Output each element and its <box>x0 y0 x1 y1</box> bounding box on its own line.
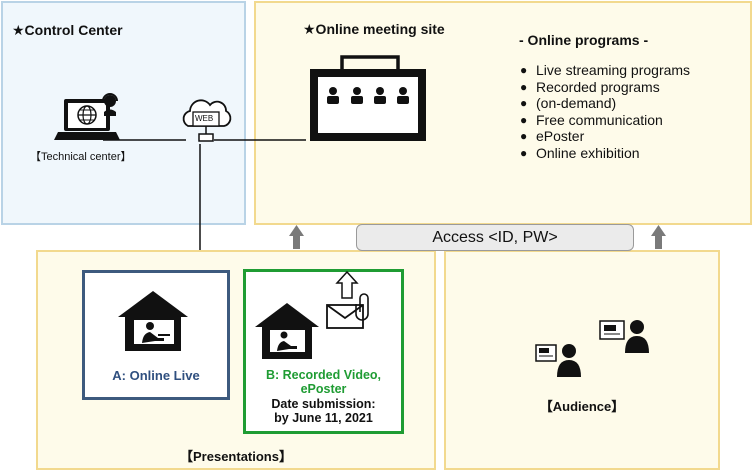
house-presenter-icon-b <box>255 303 319 359</box>
technical-center-label: 【Technical center】 <box>30 151 132 163</box>
submission-line1: Date submission: <box>271 397 376 411</box>
control-center-title: ★Control Center <box>12 22 123 38</box>
online-programs-heading: - Online programs - <box>519 32 649 48</box>
submission-line2: by June 11, 2021 <box>274 411 373 425</box>
program-item: Recorded programs <box>520 79 690 96</box>
online-programs-list: Live streaming programs Recorded program… <box>520 62 690 161</box>
online-live-label: A: Online Live <box>112 368 200 383</box>
laptop-support-icon <box>54 93 120 140</box>
web-label: WEB <box>195 114 214 123</box>
meeting-site-title: ★Online meeting site <box>303 21 445 37</box>
program-item: ePoster <box>520 128 690 145</box>
meeting-site-icon <box>310 55 426 141</box>
cloud-web-icon <box>182 99 232 142</box>
network-lines <box>103 139 306 250</box>
audience-person-icon-2 <box>599 320 649 353</box>
access-bar: Access <ID, PW> <box>356 224 634 251</box>
program-item: Free communication <box>520 112 690 129</box>
recorded-video-box <box>243 269 404 434</box>
house-presenter-icon-a <box>118 291 188 351</box>
audience-region <box>444 250 720 470</box>
submission-deadline: Date submission: by June 11, 2021 <box>243 397 404 425</box>
recorded-video-label: B: Recorded Video, ePoster <box>243 368 404 396</box>
program-item-continuation: (on-demand) <box>520 95 690 112</box>
recorded-video-line1: B: Recorded Video, <box>265 368 382 382</box>
upload-envelope-icon <box>326 270 369 329</box>
attendee-icons <box>327 87 409 104</box>
presentations-label: 【Presentations】 <box>180 449 292 464</box>
audience-person-icon-1 <box>535 344 581 377</box>
program-item: Online exhibition <box>520 145 690 162</box>
up-arrow-right <box>651 225 666 249</box>
program-item: Live streaming programs <box>520 62 690 79</box>
up-arrow-left <box>289 225 304 249</box>
audience-label: 【Audience】 <box>539 399 625 414</box>
recorded-video-line2: ePoster <box>300 382 347 396</box>
